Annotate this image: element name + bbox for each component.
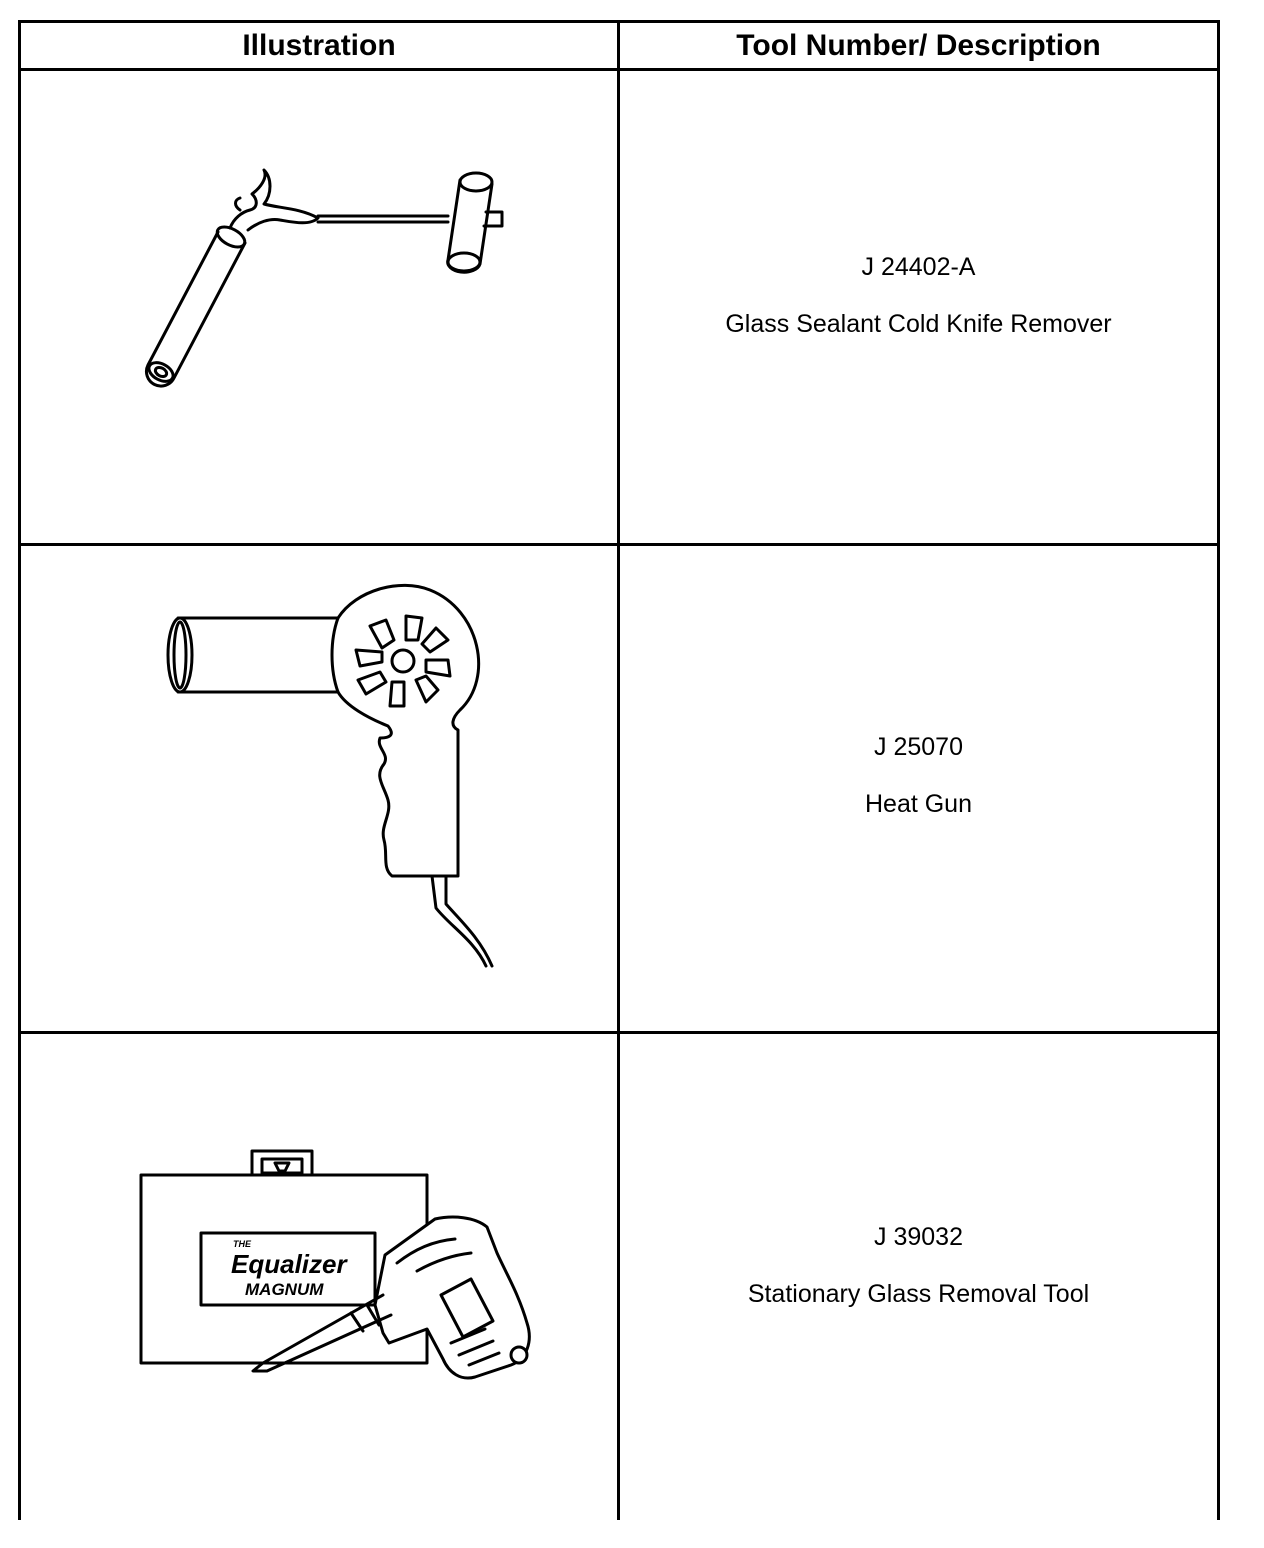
tool-number: J 25070 [874,733,963,761]
tool-number: J 39032 [874,1223,963,1251]
row-3-description-cell: J 39032 Stationary Glass Removal Tool [620,1223,1217,1309]
tool-description: Stationary Glass Removal Tool [747,1280,1090,1308]
tool-number: J 24402-A [861,253,976,281]
row-divider-1 [18,543,1220,546]
row-2-description-cell: J 25070 Heat Gun [620,733,1217,819]
tool-description: Glass Sealant Cold Knife Remover [725,310,1112,338]
cold-knife-icon [144,168,504,388]
logo-main-text: Equalizer [231,1249,348,1279]
logo-sub-text: MAGNUM [245,1280,324,1299]
header-illustration: Illustration [242,29,396,62]
tool-description: Heat Gun [864,790,972,818]
row-1-description-cell: J 24402-A Glass Sealant Cold Knife Remov… [620,253,1217,339]
column-divider [617,20,620,1520]
header-divider [18,68,1220,71]
header-tool-number-description: Tool Number/ Description [736,29,1101,62]
logo-small-text: THE [233,1239,252,1249]
heat-gun-icon [166,583,494,968]
row-divider-2 [18,1031,1220,1034]
equalizer-magnum-icon: THE Equalizer MAGNUM [139,1149,531,1380]
